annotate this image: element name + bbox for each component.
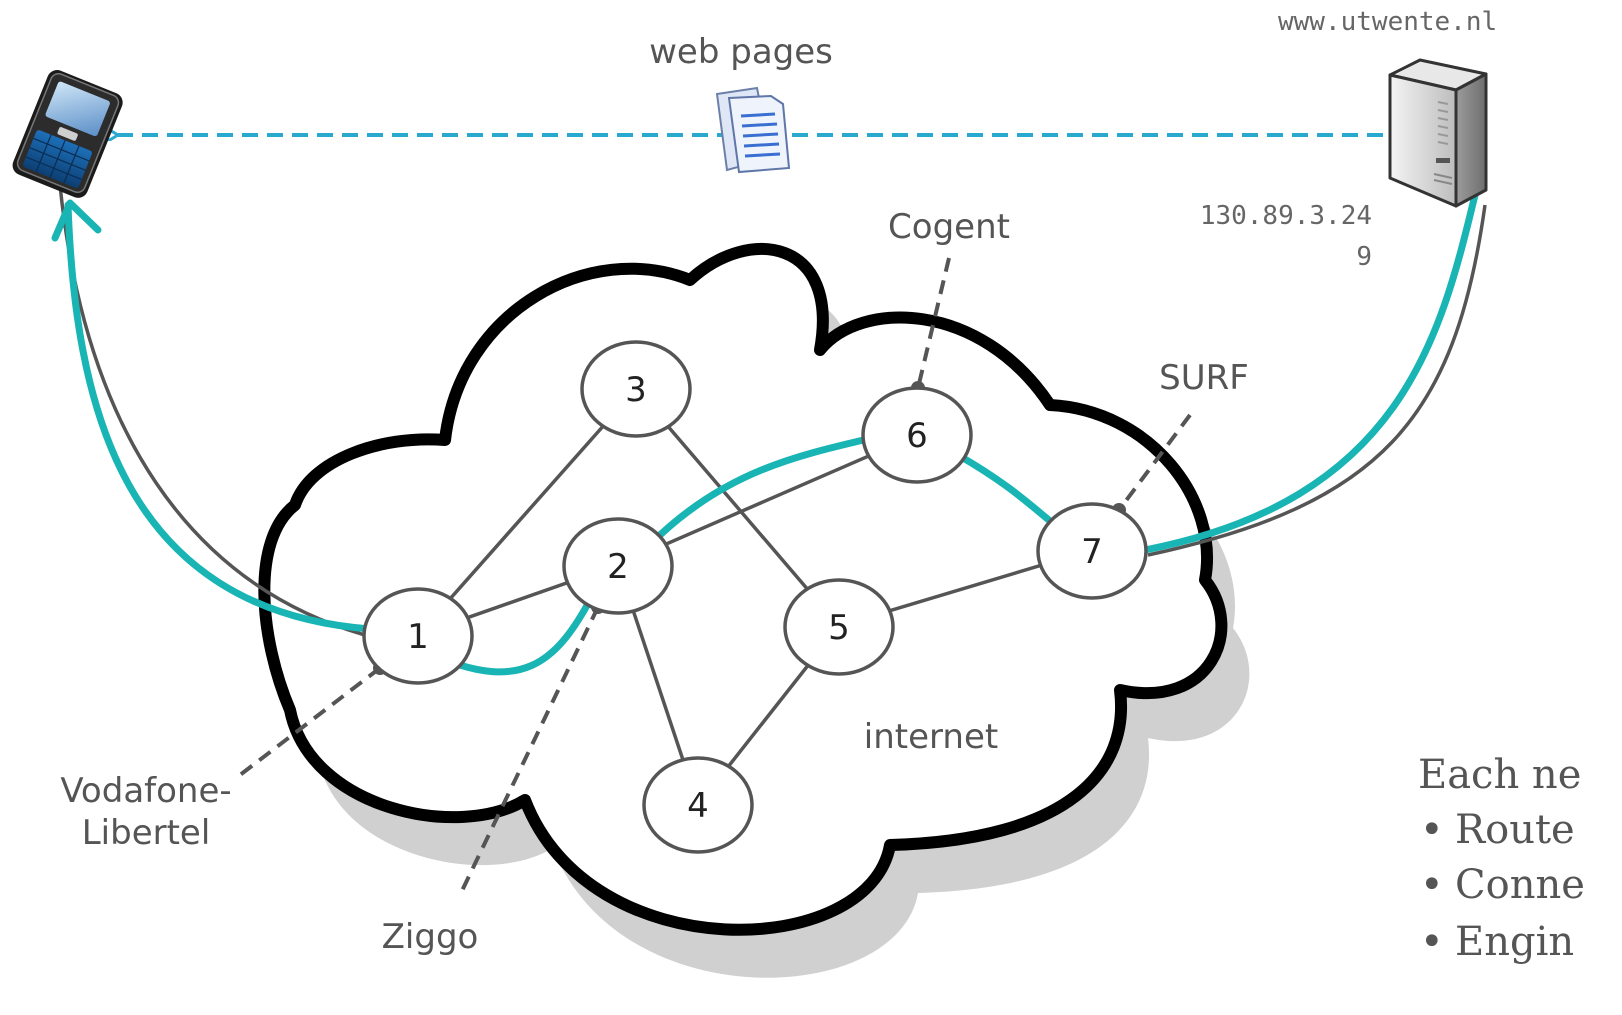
- server-icon: [1388, 58, 1488, 208]
- internet-cloud: [258, 243, 1228, 936]
- server-hostname: www.utwente.nl: [1278, 7, 1497, 37]
- node-2-label: 2: [607, 547, 629, 587]
- server-link-line: [1147, 204, 1487, 557]
- node-4-label: 4: [687, 786, 709, 826]
- server-ip-line2: 9: [1356, 242, 1372, 272]
- route-7-to-server: [1141, 191, 1479, 554]
- route-6-to-7: [954, 451, 1059, 529]
- bullet-dot-2: •: [1420, 862, 1444, 908]
- side-text: Each ne • Route • Conne • Engin: [1418, 752, 1585, 965]
- node-2: 2: [562, 517, 674, 615]
- node-3-label: 3: [625, 370, 647, 410]
- server-ip-line1: 130.89.3.24: [1200, 201, 1372, 231]
- side-text-bullet-3: Engin: [1455, 919, 1574, 965]
- node-7-label: 7: [1081, 532, 1103, 572]
- side-text-heading: Each ne: [1418, 752, 1581, 798]
- vodafone-label-line1: Vodafone-: [60, 771, 231, 811]
- node-5-label: 5: [828, 608, 850, 648]
- vodafone-label-line2: Libertel: [82, 813, 211, 853]
- mobile-phone-icon: [12, 70, 123, 198]
- node-3: 3: [580, 340, 692, 438]
- side-text-bullet-1: Route: [1455, 807, 1575, 853]
- route-path: [64, 191, 1479, 676]
- arrowhead-icon: [51, 199, 102, 242]
- pointer-vodafone: [238, 666, 382, 777]
- edge-1-3: [416, 387, 638, 637]
- route-phone-to-1: [64, 201, 374, 633]
- bullet-dot-3: •: [1420, 919, 1444, 965]
- edge-3-5: [634, 387, 841, 628]
- node-4: 4: [642, 756, 754, 854]
- ziggo-label: Ziggo: [382, 917, 479, 957]
- web-pages-label: web pages: [649, 32, 833, 72]
- cogent-label: Cogent: [888, 207, 1010, 247]
- node-5: 5: [783, 578, 895, 676]
- node-6-label: 6: [906, 416, 928, 456]
- pointer-surf: [1117, 413, 1192, 512]
- route-2-to-6: [656, 434, 876, 539]
- internet-label: internet: [864, 717, 998, 757]
- web-pages-document-icon: [715, 86, 791, 174]
- node-1-label: 1: [407, 617, 429, 657]
- node-7: 7: [1036, 502, 1148, 600]
- node-6: 6: [861, 386, 973, 484]
- side-text-bullet-2: Conne: [1455, 862, 1585, 908]
- node-1: 1: [362, 587, 474, 685]
- bullet-dot-1: •: [1420, 807, 1444, 853]
- surf-label: SURF: [1159, 358, 1249, 398]
- route-1-to-2: [436, 596, 594, 676]
- pointer-ziggo: [458, 606, 600, 896]
